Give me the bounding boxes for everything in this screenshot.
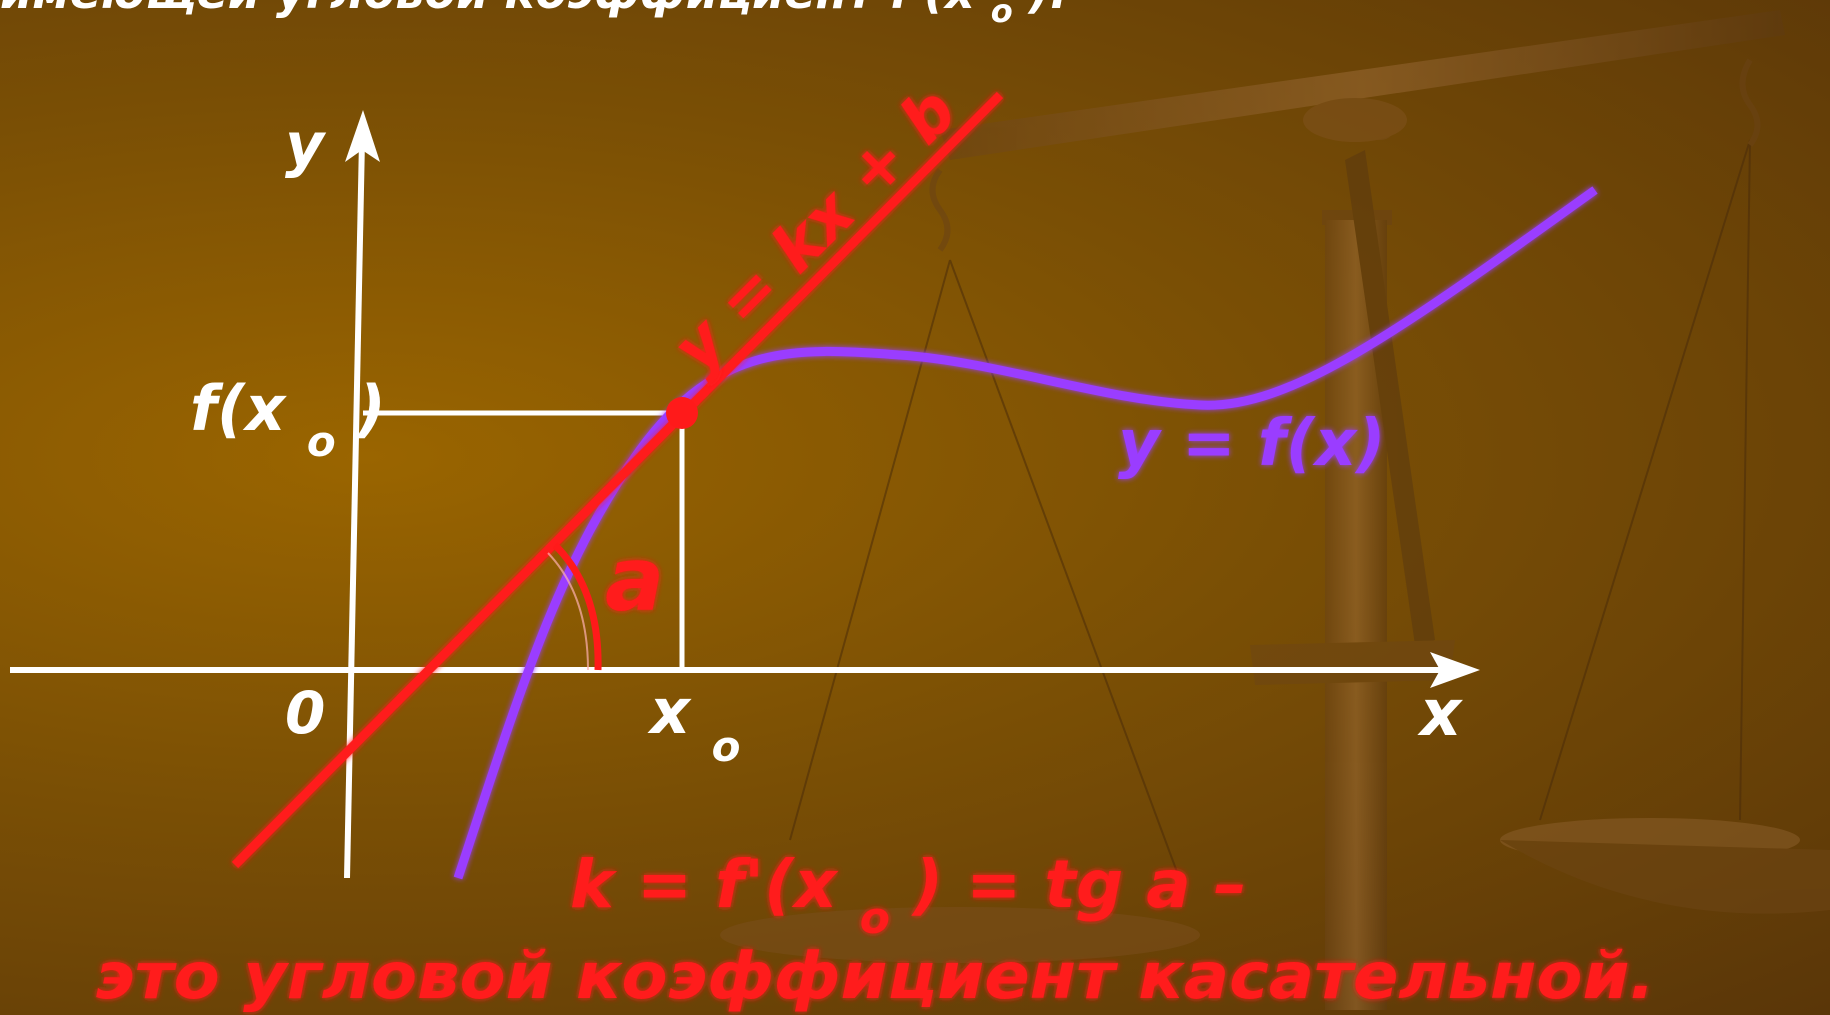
tangent-point <box>666 397 698 429</box>
formula-line1-b: ) = tg a – <box>911 846 1247 923</box>
fx0-sub: o <box>307 417 336 466</box>
x-axis-arrow-icon <box>1430 652 1480 688</box>
svg-text:имеющей угловой коэффициент f': имеющей угловой коэффициент f'(x o ). <box>0 0 1067 33</box>
svg-text:x o: x o <box>647 675 740 771</box>
y-axis <box>344 139 365 879</box>
x0-label: x <box>647 675 692 748</box>
fx0-label: f(x <box>190 372 287 445</box>
formula-line2: это угловой коэффициент касательной. <box>95 940 1655 1014</box>
fx0-close: ) <box>355 372 385 445</box>
tangent-equation: y = kx + b <box>659 74 971 386</box>
formula-line1-sub: o <box>860 893 890 944</box>
angle-label: a <box>605 528 664 631</box>
y-axis-arrow-icon <box>345 110 380 162</box>
angle-arc <box>552 542 602 671</box>
svg-text:k = f'(x o ) = tg a –: k = f'(x o ) = tg a – <box>570 846 1247 949</box>
origin-label: 0 <box>285 679 325 747</box>
curve-equation: y = f(x) <box>1118 407 1386 481</box>
top-text: имеющей угловой коэффициент f'(x <box>0 0 976 19</box>
svg-text:f(x o ): f(x o ) <box>190 372 386 471</box>
x0-sub: o <box>712 722 741 771</box>
axes <box>10 110 1480 879</box>
top-text-end: ). <box>1027 0 1068 19</box>
y-axis-label: y <box>285 110 327 180</box>
x-axis-label: x <box>1417 677 1463 751</box>
tangent-line <box>231 91 1004 869</box>
curve-fx <box>453 186 1598 880</box>
top-text-sub: o <box>991 0 1013 30</box>
formula-line1-a: k = f'(x <box>570 846 839 923</box>
